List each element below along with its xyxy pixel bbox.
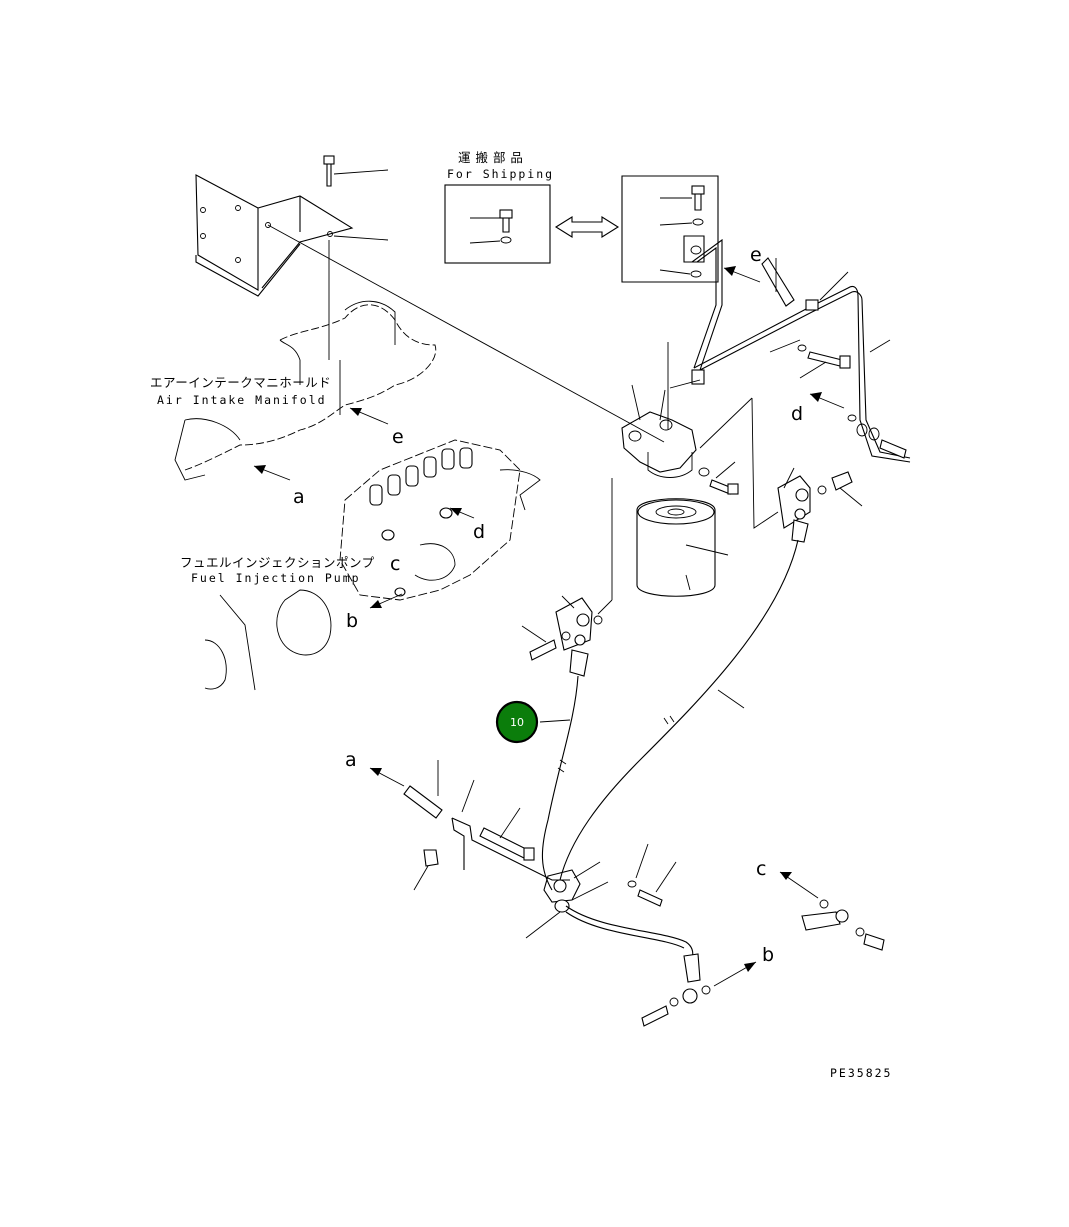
callout-a-bottom: a [345, 749, 357, 771]
bracket-bolt [323, 155, 389, 360]
air-intake-label-jp: エアーインテークマニホールド [150, 375, 331, 390]
installed-box [621, 175, 719, 283]
left-banjo-connection [521, 478, 613, 677]
air-intake-label-en: Air Intake Manifold [157, 393, 327, 407]
callout-c-bottom: c [756, 858, 766, 880]
hotspot-number: 10 [510, 716, 524, 729]
callout-e-right: e [750, 244, 762, 266]
callout-b-left: b [346, 610, 358, 632]
right-banjo-connection [777, 467, 863, 543]
lower-right-banjo [801, 899, 885, 951]
part-hotspot-10[interactable]: 10 [495, 700, 539, 744]
drawing-code: PE35825 [830, 1066, 892, 1080]
fuel-pump-label-jp: フュエルインジェクションポンプ [180, 555, 375, 570]
banjo-right [847, 414, 907, 459]
for-shipping-box [444, 184, 551, 264]
fuel-injection-pump [204, 439, 541, 691]
hose-long [559, 539, 799, 881]
shipping-label-jp: 運 搬 部 品 [458, 150, 523, 165]
callout-d-right: d [791, 403, 803, 425]
pipe-clamp-bolts [761, 257, 851, 379]
mounting-bracket [195, 174, 354, 297]
callout-d-left: d [473, 521, 485, 543]
callout-b-bottom: b [762, 944, 774, 966]
hose-short [539, 675, 579, 891]
shipping-label-en: For Shipping [447, 167, 554, 181]
return-pipe [669, 238, 911, 463]
callout-c-left: c [390, 553, 400, 575]
air-intake-manifold [174, 300, 437, 481]
callout-e-left: e [392, 426, 404, 448]
filter-head [621, 384, 697, 478]
leader-bracket-to-filter [267, 224, 665, 443]
callout-a-top: a [293, 486, 305, 508]
filter-head-bolts [659, 342, 779, 529]
fuel-filter [636, 498, 729, 597]
callout-arrows [253, 266, 845, 987]
fuel-pump-label-en: Fuel Injection Pump [191, 571, 361, 585]
lower-clamp [403, 760, 677, 939]
shipping-arrow [554, 216, 620, 238]
hose-to-b [565, 905, 711, 1027]
